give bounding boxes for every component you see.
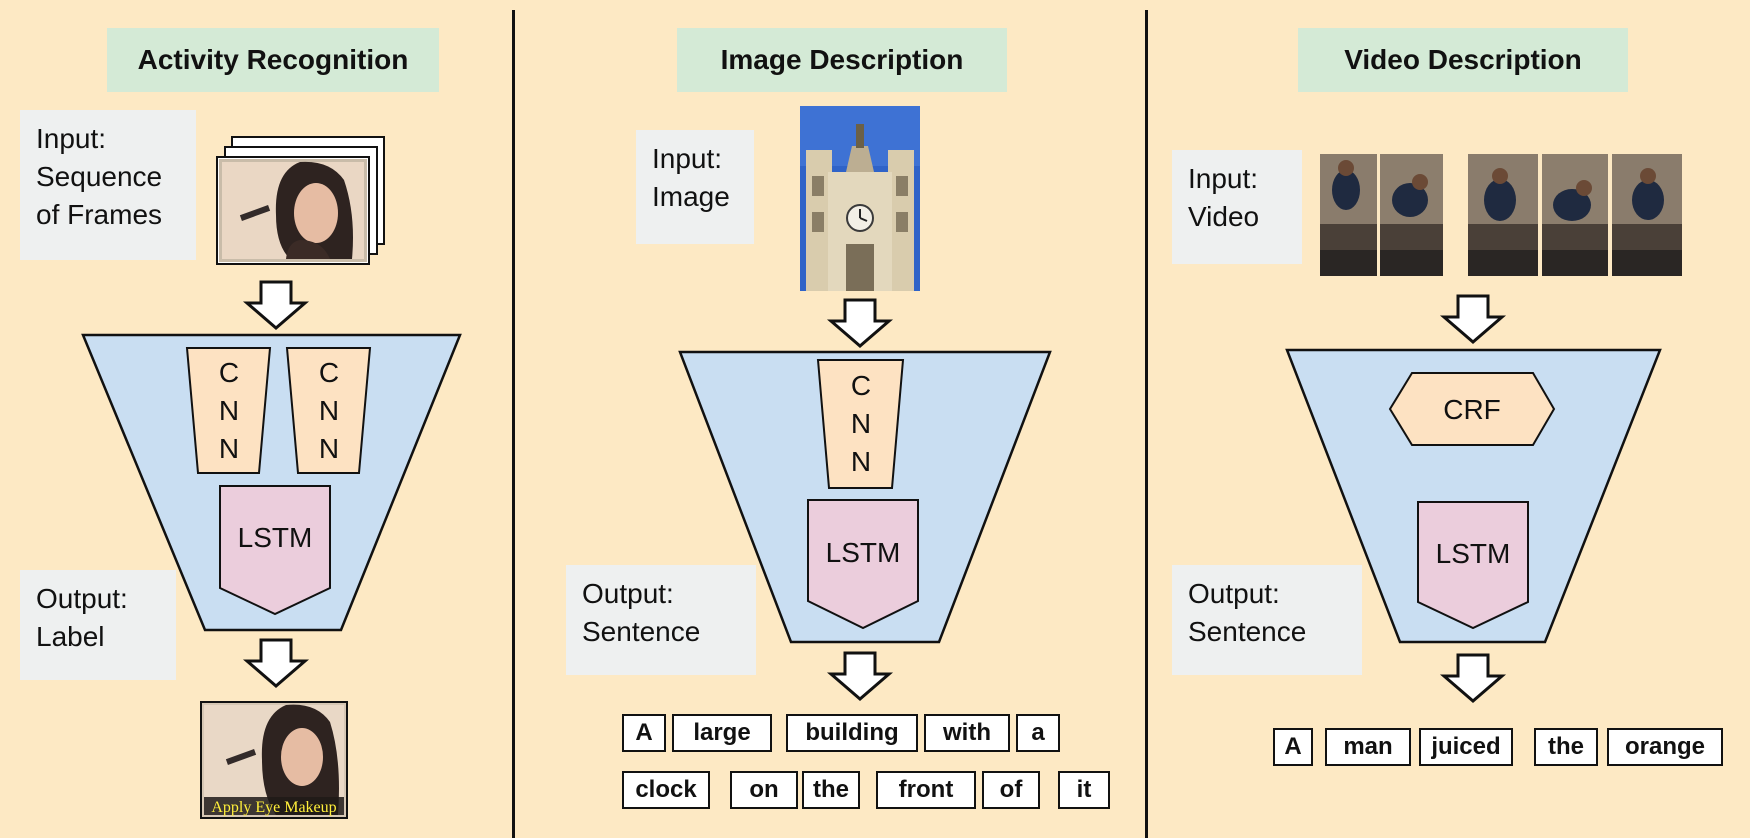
word-box: on — [730, 771, 798, 809]
activity-lstm-label: LSTM — [238, 522, 313, 553]
activity-output-line-1: Output: — [36, 583, 128, 614]
video-input-line-2: Video — [1188, 201, 1260, 232]
image-output-line-2: Sentence — [582, 616, 701, 647]
activity-recognition-title: Activity Recognition — [107, 28, 439, 92]
video-input-label: Input: Video — [1172, 150, 1302, 264]
image-cnn-letter-1: C — [851, 370, 871, 401]
panel-divider-left — [512, 10, 515, 838]
image-lstm-box — [807, 499, 919, 630]
activity-arrow-out — [242, 638, 310, 688]
image-lstm-label: LSTM — [826, 537, 901, 568]
image-funnel — [678, 350, 1052, 644]
video-lstm-label: LSTM — [1436, 538, 1511, 569]
activity-frame-stack — [216, 136, 385, 265]
video-description-title: Video Description — [1298, 28, 1628, 92]
video-lstm-box — [1417, 501, 1529, 630]
video-funnel — [1285, 348, 1662, 644]
video-input-line-1: Input: — [1188, 163, 1259, 194]
word-box: of — [982, 771, 1040, 809]
activity-cnn-right-letter-2: N — [319, 395, 339, 426]
activity-cnn-right — [285, 347, 372, 474]
activity-input-line-3: of Frames — [36, 199, 163, 230]
image-output-line-1: Output: — [582, 578, 674, 609]
word-box: orange — [1607, 728, 1723, 766]
video-arrow-in — [1439, 294, 1507, 344]
activity-output-label: Output: Label — [20, 570, 176, 680]
activity-output-frame — [200, 701, 348, 819]
activity-input-line-2: Sequence — [36, 161, 163, 192]
activity-cnn-left-letter-2: N — [219, 395, 239, 426]
word-box: A — [1273, 728, 1313, 766]
video-output-label: Output: Sentence — [1172, 565, 1362, 675]
activity-cnn-left — [185, 347, 272, 474]
video-input-frames — [1320, 154, 1682, 276]
word-box: the — [1534, 728, 1598, 766]
image-cnn-letter-2: N — [851, 408, 871, 439]
word-box: large — [672, 714, 772, 752]
image-input-line-2: Image — [652, 181, 730, 212]
activity-cnn-left-letter-1: C — [219, 357, 239, 388]
word-box: the — [802, 771, 860, 809]
image-arrow-in — [826, 298, 894, 348]
word-box: building — [786, 714, 918, 752]
word-box: a — [1016, 714, 1060, 752]
activity-funnel — [81, 333, 462, 632]
image-output-label: Output: Sentence — [566, 565, 756, 675]
word-box: front — [876, 771, 976, 809]
image-cnn-letter-3: N — [851, 446, 871, 477]
word-box: clock — [622, 771, 710, 809]
image-arrow-out — [826, 651, 894, 701]
video-arrow-out — [1439, 653, 1507, 703]
video-output-line-2: Sentence — [1188, 616, 1307, 647]
activity-cnn-right-letter-3: N — [319, 433, 339, 464]
activity-cnn-right-letter-1: C — [319, 357, 339, 388]
activity-arrow-in — [242, 280, 310, 330]
video-output-line-1: Output: — [1188, 578, 1280, 609]
panel-divider-right — [1145, 10, 1148, 838]
word-box: it — [1058, 771, 1110, 809]
word-box: A — [622, 714, 666, 752]
word-box: man — [1325, 728, 1411, 766]
word-box: juiced — [1419, 728, 1513, 766]
activity-cnn-left-letter-3: N — [219, 433, 239, 464]
image-cnn — [816, 359, 905, 489]
activity-input-label: Input: Sequence of Frames — [20, 110, 196, 260]
video-crf-label: CRF — [1443, 394, 1501, 425]
activity-input-line-1: Input: — [36, 123, 107, 154]
image-input-photo — [800, 106, 920, 291]
video-crf-hexagon — [1388, 372, 1556, 446]
image-description-title: Image Description — [677, 28, 1007, 92]
image-input-label: Input: Image — [636, 130, 754, 244]
image-input-line-1: Input: — [652, 143, 723, 174]
word-box: with — [924, 714, 1010, 752]
activity-output-caption: Apply Eye Makeup — [211, 799, 336, 816]
activity-output-line-2: Label — [36, 621, 105, 652]
activity-lstm-box — [219, 485, 331, 616]
